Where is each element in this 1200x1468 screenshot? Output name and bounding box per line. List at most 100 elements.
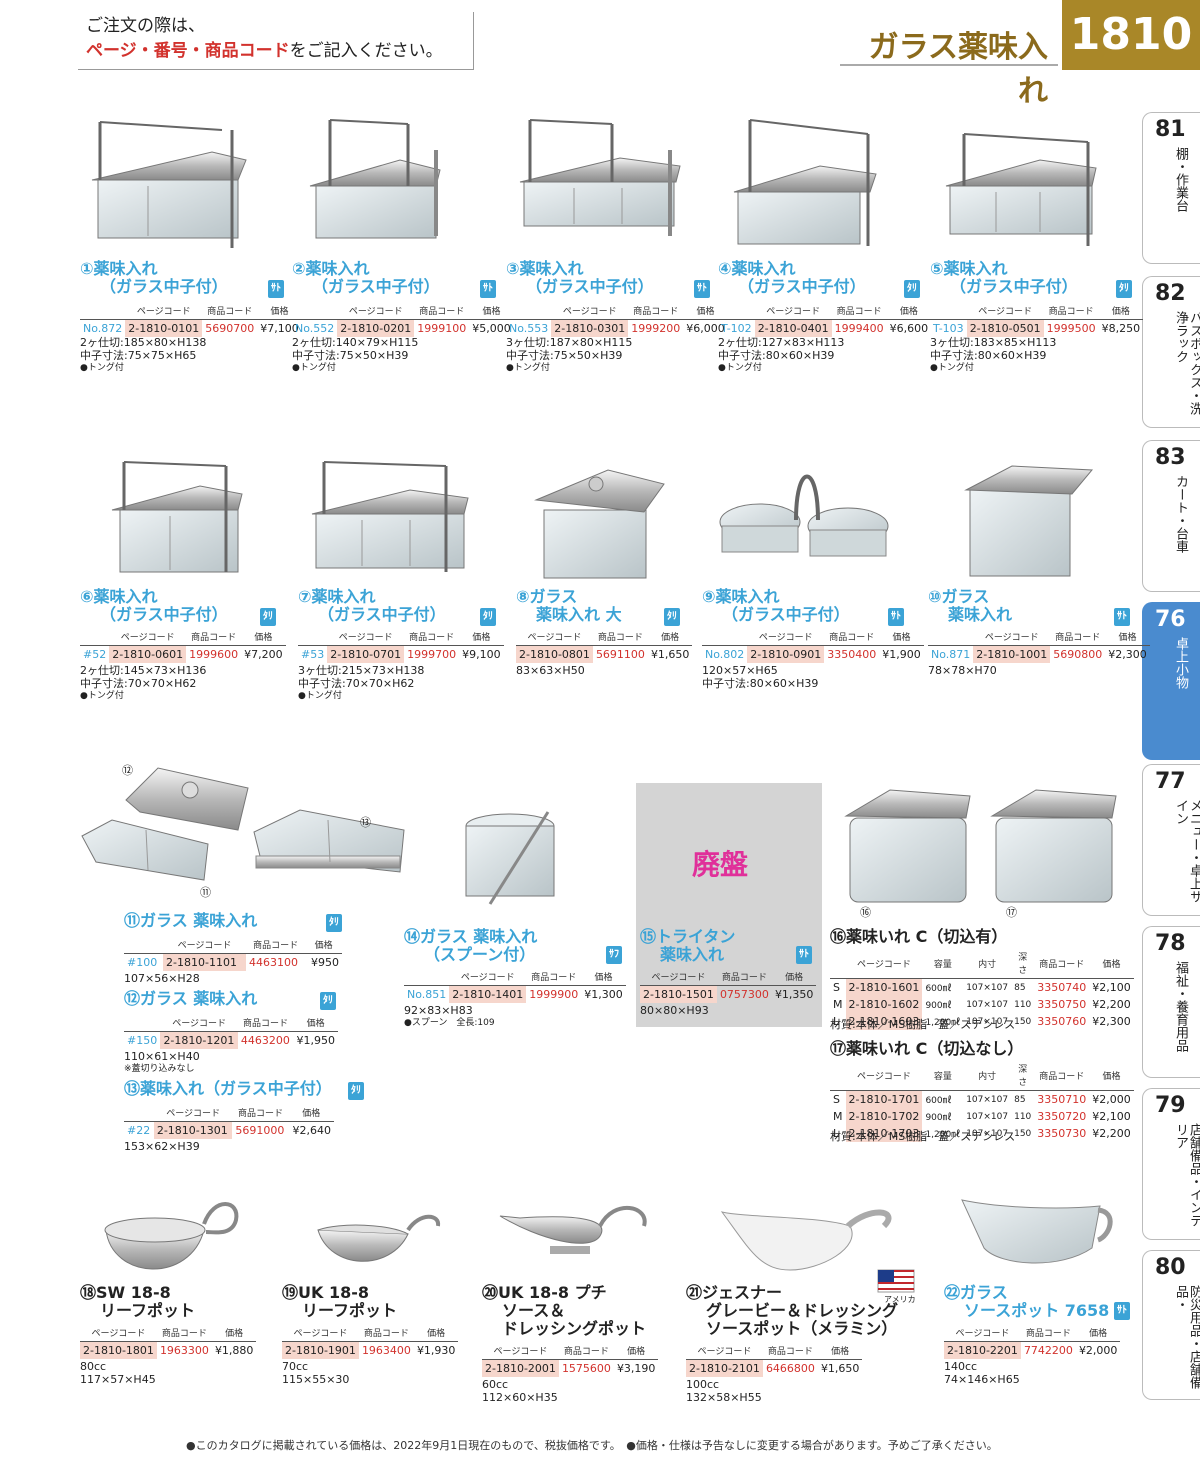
supplier-badge: ｻﾄ bbox=[796, 946, 812, 964]
product-6: ⑥薬味入れ（ガラス中子付） bbox=[80, 587, 228, 624]
item-subtitle: （ガラス中子付） bbox=[100, 277, 228, 296]
tab-label: 棚・作業台 bbox=[1173, 147, 1188, 212]
product-12: ⑫ガラス 薬味入れ bbox=[124, 989, 258, 1008]
order-notice: ご注文の際は、 ページ・番号・商品コードをご記入ください。 bbox=[78, 12, 474, 70]
glass-box-photo-8 bbox=[534, 469, 665, 579]
tab-label: 店舗備品・インテリア bbox=[1173, 1123, 1200, 1227]
supplier-badge: ｻﾄ bbox=[1114, 1302, 1130, 1320]
product-5: ⑤薬味入れ（ガラス中子付） bbox=[930, 259, 1078, 296]
supplier-badge: ｻﾄ bbox=[480, 280, 496, 298]
tab-label: メニュー・卓上サイン bbox=[1173, 799, 1200, 903]
caddy-photo-4 bbox=[733, 119, 877, 246]
sauce-pot-photo-20 bbox=[499, 1206, 647, 1254]
col-price: 価格 bbox=[257, 302, 302, 320]
material-17: 材質:本体／MS樹脂 蓋／ステンレス bbox=[830, 1130, 1016, 1143]
product-15: ⑮トライタン薬味入れ bbox=[640, 927, 736, 964]
tab-label: 防災用品・店舗備品・ bbox=[1173, 1285, 1200, 1389]
supplier-badge: ﾀﾘ bbox=[904, 280, 920, 298]
item-number: ① bbox=[80, 259, 94, 278]
side-tab-83[interactable]: 83 カート・台車 bbox=[1142, 440, 1200, 592]
supplier-badge: ｻﾄ bbox=[268, 280, 284, 298]
tab-number: 76 bbox=[1155, 607, 1186, 632]
side-tab-81[interactable]: 81 棚・作業台 bbox=[1142, 112, 1200, 264]
product-16-title: ⑯薬味いれ C（切込有） bbox=[830, 927, 1008, 946]
material-16: 材質:本体／MS樹脂 蓋／ステンレス bbox=[830, 1018, 1016, 1031]
category-title: ガラス薬味入れ bbox=[840, 22, 1058, 109]
gravy-pot-photo-21 bbox=[720, 1209, 892, 1271]
page-number: 1810 bbox=[1062, 0, 1200, 70]
col-page-code: ページコード bbox=[125, 302, 203, 320]
caddy-photo-2 bbox=[309, 119, 441, 239]
discontinued-mark: 廃盤 bbox=[692, 848, 749, 881]
spec: 153×62×H39 bbox=[124, 1140, 200, 1153]
supplier-badge: ｻﾄ bbox=[694, 280, 710, 298]
product-14: ⑭ガラス 薬味入れ（スプーン付） bbox=[404, 927, 538, 964]
glass-dish-photo-13 bbox=[253, 809, 405, 873]
caddy-photo-1 bbox=[91, 121, 247, 248]
callout-16: ⑯ bbox=[860, 906, 871, 919]
tab-number: 83 bbox=[1155, 445, 1186, 470]
tab-number: 80 bbox=[1155, 1255, 1186, 1280]
double-bowl-photo-9 bbox=[719, 474, 889, 557]
tab-label: バスボックス・洗浄ラック bbox=[1173, 311, 1200, 415]
price: ¥7,100 bbox=[260, 322, 299, 335]
product-13: ⑬薬味入れ（ガラス中子付） bbox=[124, 1079, 332, 1098]
caddy-photo-3 bbox=[519, 119, 681, 236]
product-8: ⑧ガラス薬味入れ 大 bbox=[516, 587, 622, 624]
acrylic-photo-16 bbox=[844, 789, 971, 903]
side-tab-77[interactable]: 77 メニュー・卓上サイン bbox=[1142, 764, 1200, 916]
spec: 107×56×H28 bbox=[124, 972, 200, 985]
caddy-photo-6 bbox=[111, 461, 243, 573]
side-tab-82[interactable]: 82 バスボックス・洗浄ラック bbox=[1142, 276, 1200, 428]
leaf-pot-photo-18 bbox=[104, 1202, 239, 1270]
tab-number: 82 bbox=[1155, 281, 1186, 306]
product-11: ⑪ガラス 薬味入れ bbox=[124, 911, 258, 930]
supplier-badge: ﾀﾘ bbox=[664, 608, 680, 626]
glass-jar-photo-14 bbox=[465, 811, 555, 905]
acrylic-photo-17 bbox=[990, 789, 1117, 903]
product-20: ⑳UK 18-8 プチソース＆ドレッシングポット bbox=[482, 1283, 647, 1338]
col-product-code: 商品コード bbox=[202, 302, 258, 320]
usa-label: アメリカ bbox=[884, 1295, 916, 1304]
tab-label: カート・台車 bbox=[1173, 475, 1188, 553]
callout-17: ⑰ bbox=[1006, 906, 1017, 919]
tab-number: 77 bbox=[1155, 769, 1186, 794]
side-tab-80[interactable]: 80 防災用品・店舗備品・ bbox=[1142, 1250, 1200, 1400]
spec: 110×61×H40※蓋切り込みなし bbox=[124, 1050, 200, 1074]
product-2: ②薬味入れ（ガラス中子付） bbox=[292, 259, 440, 296]
page-code: 2-1810-0101 bbox=[125, 319, 203, 337]
supplier-badge: ﾀﾘ bbox=[326, 914, 342, 932]
product-9: ⑨薬味入れ（ガラス中子付） bbox=[702, 587, 850, 624]
glass-dish-photo-12 bbox=[125, 767, 249, 831]
tab-number: 81 bbox=[1155, 117, 1186, 142]
product-21: ㉑ジェスナーグレービー＆ドレッシングソースポット（メラミン） bbox=[686, 1283, 899, 1338]
product-7: ⑦薬味入れ（ガラス中子付） bbox=[298, 587, 446, 624]
